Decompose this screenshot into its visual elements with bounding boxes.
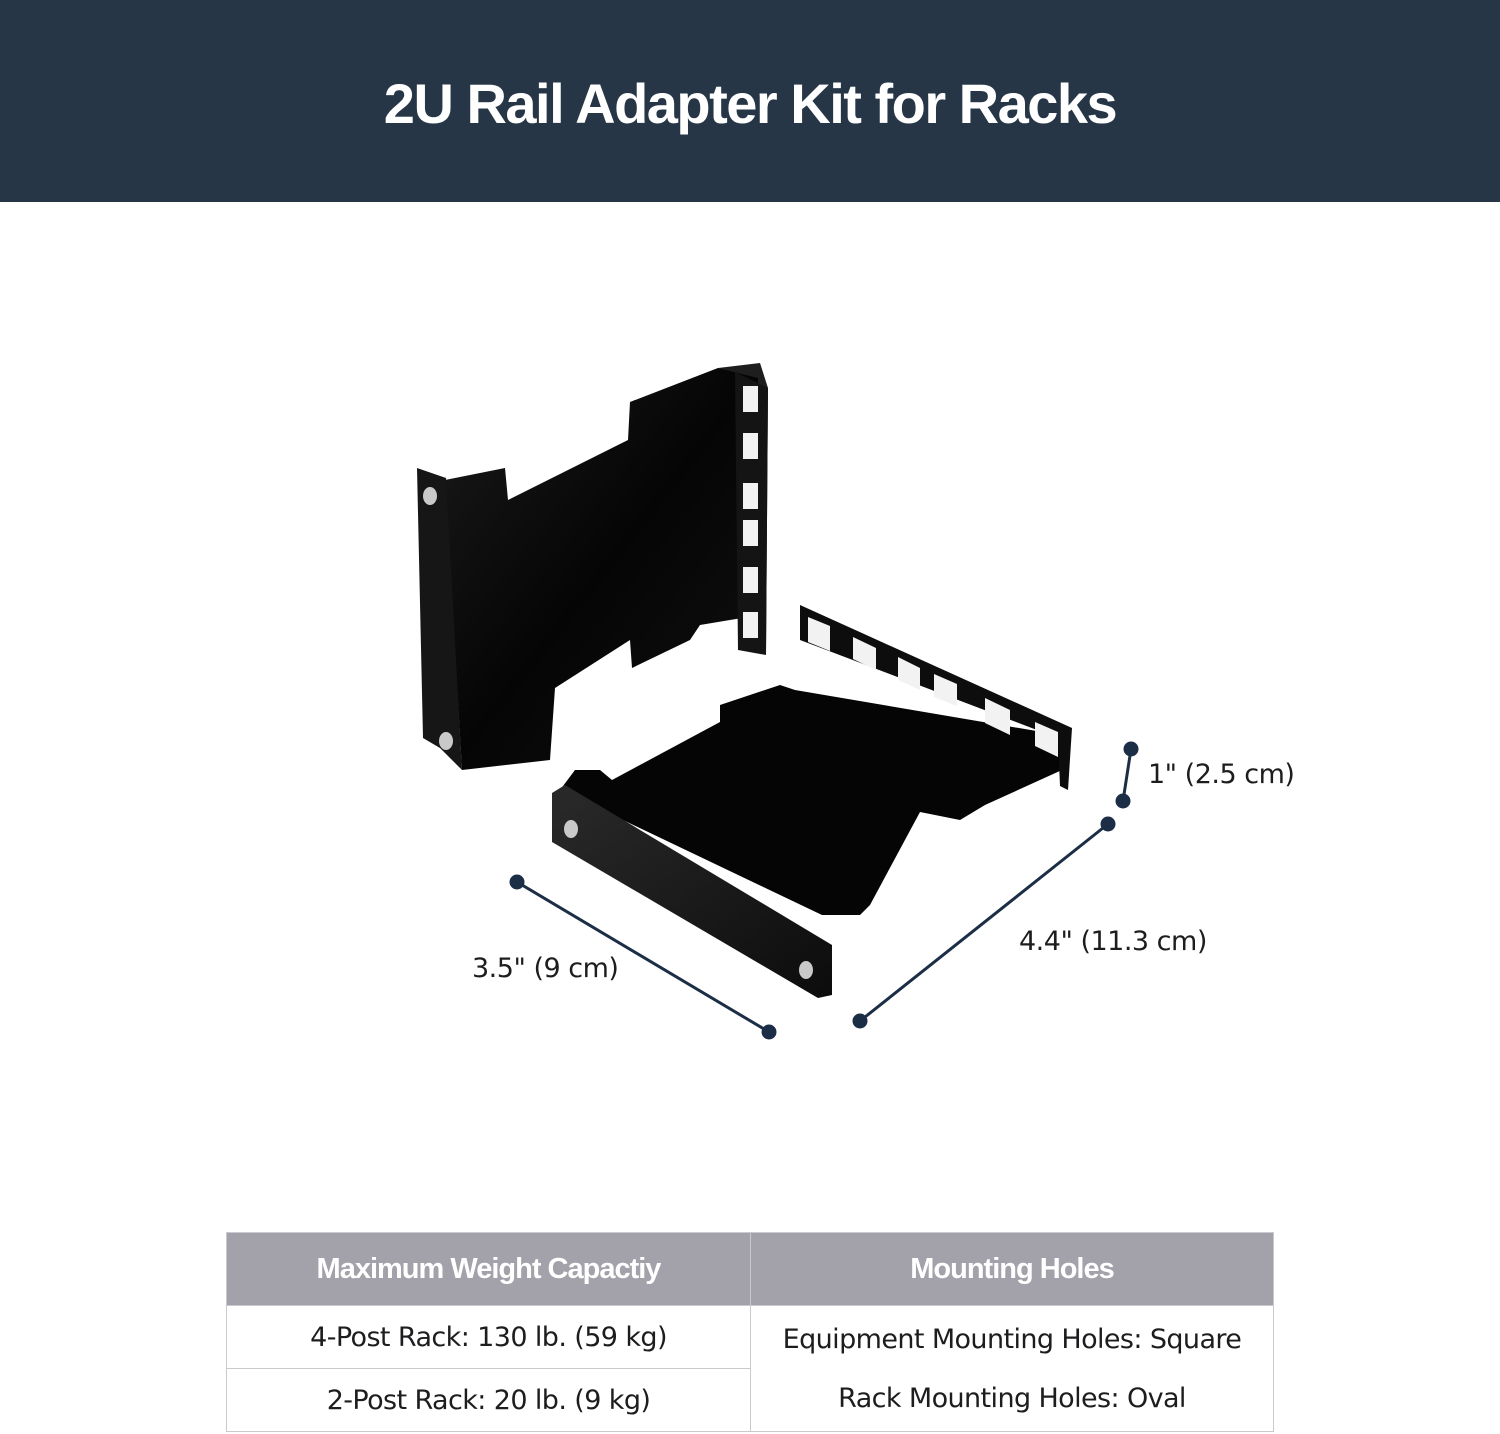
- depth-dimension-line: [859, 822, 1109, 1023]
- column-header-mounting-holes: Mounting Holes: [750, 1232, 1274, 1306]
- width-dimension-label: 3.5" (9 cm): [472, 953, 619, 984]
- weight-capacity-4-post: 4-Post Rack: 130 lb. (59 kg): [226, 1305, 751, 1369]
- width-dimension-endpoint: [509, 874, 525, 890]
- depth-dimension-endpoint: [1100, 816, 1116, 832]
- depth-dimension-label: 4.4" (11.3 cm): [1019, 926, 1207, 957]
- rack-mounting-holes: Rack Mounting Holes: Oval: [838, 1382, 1186, 1414]
- height-dimension-endpoint: [1115, 793, 1131, 809]
- rail-brackets-image: [417, 363, 1139, 1040]
- table-header-row: Maximum Weight Capactiy Mounting Holes: [226, 1232, 1274, 1306]
- table-row: 4-Post Rack: 130 lb. (59 kg) Equipment M…: [226, 1305, 1274, 1432]
- depth-dimension-endpoint: [852, 1013, 868, 1029]
- upper-bracket: [417, 363, 768, 770]
- width-dimension-endpoint: [761, 1024, 777, 1040]
- lower-bracket: [552, 605, 1072, 998]
- height-dimension-endpoint: [1123, 741, 1139, 757]
- equipment-mounting-holes: Equipment Mounting Holes: Square: [782, 1323, 1242, 1355]
- spec-table: Maximum Weight Capactiy Mounting Holes 4…: [226, 1232, 1274, 1432]
- weight-capacity-2-post: 2-Post Rack: 20 lb. (9 kg): [226, 1368, 751, 1432]
- product-illustration: [0, 202, 1500, 1202]
- mounting-holes-cell: Equipment Mounting Holes: Square Rack Mo…: [750, 1305, 1274, 1432]
- dimension-lines: [509, 741, 1139, 1040]
- page-title: 2U Rail Adapter Kit for Racks: [383, 71, 1118, 135]
- column-header-weight-capacity: Maximum Weight Capactiy: [226, 1232, 751, 1306]
- height-dimension-label: 1" (2.5 cm): [1148, 759, 1295, 790]
- title-banner: 2U Rail Adapter Kit for Racks: [0, 0, 1500, 202]
- table-row: 2-Post Rack: 20 lb. (9 kg): [226, 1368, 1274, 1432]
- height-dimension-line: [1121, 748, 1133, 802]
- width-dimension-line: [516, 880, 770, 1034]
